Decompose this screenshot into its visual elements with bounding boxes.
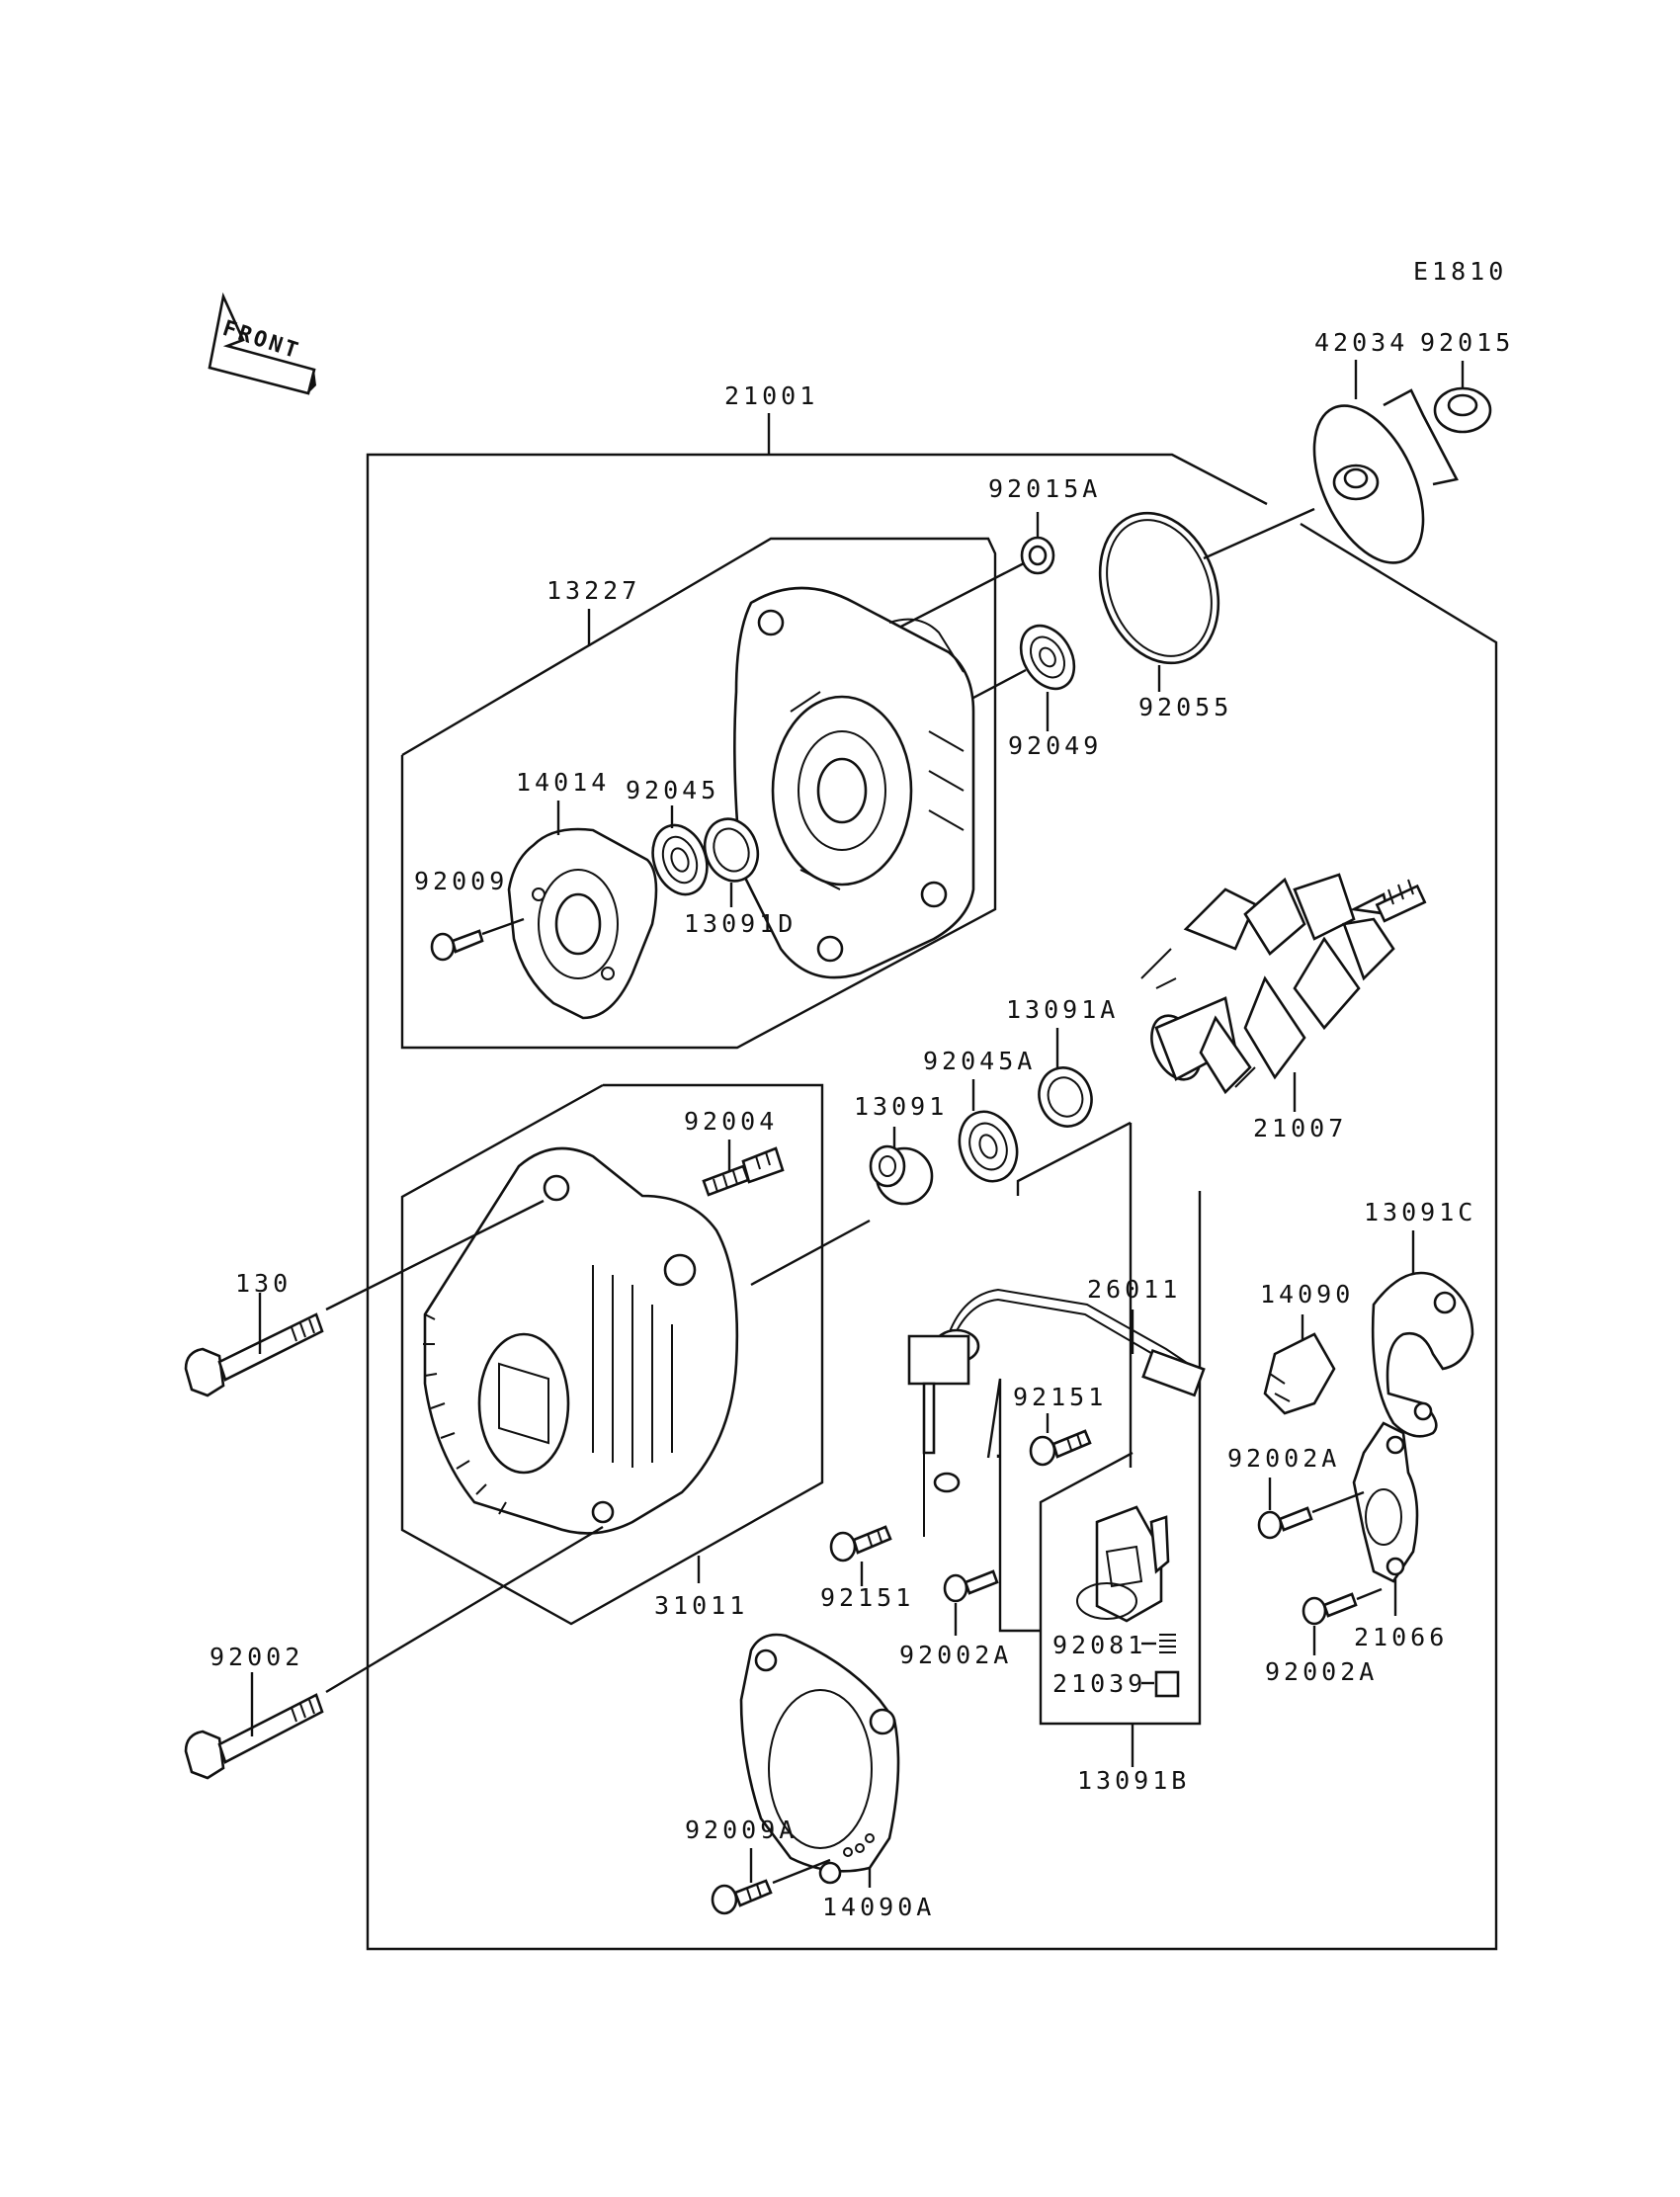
assembly-21001-outline <box>366 453 1498 1951</box>
nut-92015 <box>1433 386 1492 434</box>
screw-92009 <box>430 929 484 962</box>
part-label-42034: 42034 <box>1314 328 1408 357</box>
part-label-31011: 31011 <box>654 1591 748 1620</box>
part-label-13227: 13227 <box>546 576 640 605</box>
assembly-31011-outline <box>400 1083 824 1626</box>
part-label-92045: 92045 <box>626 776 719 804</box>
part-label-130: 130 <box>235 1269 292 1298</box>
cover-13091C <box>1371 1271 1474 1438</box>
cover-14090A <box>739 1633 900 1885</box>
brush-21039 <box>1154 1670 1180 1698</box>
front-housing-31011 <box>423 1146 739 1535</box>
part-label-13091: 13091 <box>854 1092 948 1121</box>
screw-92151-lower <box>829 1525 892 1563</box>
part-label-13091A: 13091A <box>1006 995 1119 1024</box>
part-label-92015: 92015 <box>1420 328 1514 357</box>
part-label-13091B: 13091B <box>1077 1766 1190 1795</box>
part-label-21001: 21001 <box>724 381 818 410</box>
part-label-92081: 92081 <box>1052 1631 1146 1659</box>
seal-13091D <box>703 817 760 883</box>
part-label-21007: 21007 <box>1253 1114 1347 1142</box>
screw-92002A-middle <box>943 1569 999 1603</box>
rotor-21007 <box>1140 873 1427 1095</box>
part-label-92009: 92009 <box>414 867 508 895</box>
part-label-13091D: 13091D <box>684 909 797 938</box>
bearing-92045A <box>958 1110 1019 1183</box>
cover-21066 <box>1352 1421 1419 1583</box>
part-label-92045A: 92045A <box>923 1047 1036 1075</box>
assembly-13091B-outline <box>1039 1191 1202 1726</box>
part-label-14014: 14014 <box>516 768 610 797</box>
screw-92002A-right-lower <box>1302 1592 1358 1626</box>
bearing-92049 <box>1019 624 1076 691</box>
part-label-92002: 92002 <box>210 1643 303 1671</box>
diagram-code: E1810 <box>1413 257 1507 286</box>
part-label-14090: 14090 <box>1260 1280 1354 1309</box>
part-label-92151-lower: 92151 <box>820 1583 914 1612</box>
holder-14090 <box>1263 1332 1336 1415</box>
stud-92004 <box>702 1146 785 1197</box>
screw-92151-upper <box>1029 1429 1092 1467</box>
part-label-92002A-right-lower: 92002A <box>1265 1657 1378 1686</box>
screw-92009A <box>711 1879 773 1915</box>
end-housing-13227 <box>733 586 975 979</box>
wire-harness-26011 <box>907 1288 1206 1537</box>
part-labels: 21001 42034 92015 92015A 13227 92049 920… <box>210 328 1514 1921</box>
plate-14014 <box>507 827 658 1020</box>
seal-13091A <box>1038 1066 1093 1128</box>
part-label-92002A-right-upper: 92002A <box>1227 1444 1340 1473</box>
bushing-13091 <box>869 1144 934 1206</box>
bolt-130 <box>184 1312 324 1397</box>
bolt-92002 <box>184 1693 324 1780</box>
nut-92015A <box>1020 536 1055 575</box>
part-label-14090A: 14090A <box>822 1893 935 1921</box>
spring-92081 <box>1159 1634 1176 1653</box>
front-arrow-icon: FRONT <box>208 292 316 395</box>
part-label-92004: 92004 <box>684 1107 778 1136</box>
part-label-92002A-middle: 92002A <box>899 1641 1012 1669</box>
cover-42034 <box>1312 388 1459 564</box>
screw-92002A-right-upper <box>1257 1506 1313 1540</box>
part-label-92049: 92049 <box>1008 731 1102 760</box>
regulator-13091B <box>1076 1505 1170 1623</box>
part-label-92151-upper: 92151 <box>1013 1383 1107 1411</box>
o-ring-92055 <box>1098 511 1220 665</box>
part-label-92055: 92055 <box>1138 693 1232 721</box>
part-label-21066: 21066 <box>1354 1623 1448 1651</box>
part-label-92015A: 92015A <box>988 474 1101 503</box>
part-label-13091C: 13091C <box>1364 1198 1476 1226</box>
part-label-26011: 26011 <box>1087 1275 1181 1304</box>
part-label-21039: 21039 <box>1052 1669 1146 1698</box>
part-label-92009A: 92009A <box>685 1816 798 1844</box>
assembly-13227-outline <box>400 537 997 1050</box>
